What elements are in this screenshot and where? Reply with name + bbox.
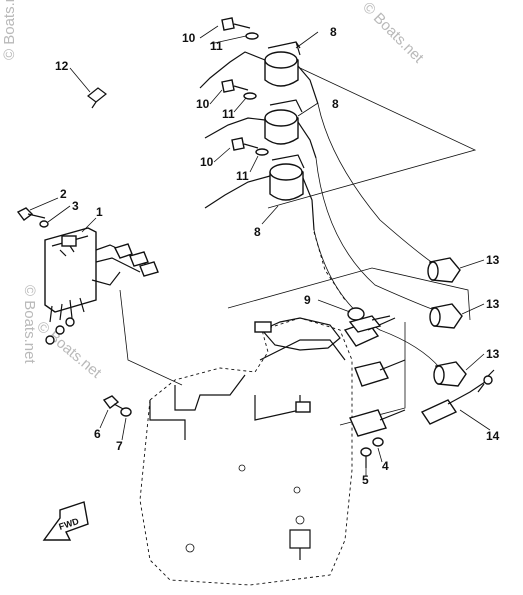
leader-lines: [29, 25, 491, 476]
callout-5: 5: [362, 473, 369, 487]
callout-12: 12: [55, 59, 69, 73]
callout-7: 7: [116, 439, 123, 453]
callout-10a: 10: [182, 31, 196, 45]
callout-3: 3: [72, 199, 79, 213]
spark-plugs: [343, 317, 406, 437]
callout-10b: 10: [196, 97, 210, 111]
callout-4: 4: [382, 459, 389, 473]
callout-6: 6: [94, 427, 101, 441]
bolt-10-set: [221, 17, 259, 151]
callout-13c: 13: [486, 347, 500, 361]
mount-boss-2: [295, 401, 311, 413]
forward-arrow: FWD: [42, 501, 89, 541]
engine-block-outline: [139, 317, 353, 586]
mount-boss-1: [254, 321, 272, 333]
plug-cap-3: [433, 361, 467, 387]
plug-cap-1: [427, 257, 461, 283]
callout-14: 14: [486, 429, 500, 443]
callout-11c: 11: [236, 169, 249, 183]
clip-12: [87, 87, 107, 109]
forward-arrow-shape: [42, 501, 89, 541]
ignition-coil-1: [199, 41, 319, 105]
block-lower-boss: [289, 529, 311, 560]
callout-10c: 10: [200, 155, 214, 169]
spark-plug-leads: [313, 103, 441, 369]
watermark-top-right: © Boats.net: [359, 0, 427, 67]
part-9-fitting: [347, 307, 391, 333]
reference-planes: [119, 67, 477, 426]
bolt-2: [16, 207, 46, 221]
watermark-mid-left: © Boats.net: [33, 318, 105, 382]
callout-2: 2: [60, 187, 67, 201]
callout-8a: 8: [330, 25, 337, 39]
watermark-left: © Boats.net: [21, 285, 38, 364]
ignition-coil-3: [204, 154, 315, 231]
engine-block-front: [149, 395, 301, 440]
callout-11b: 11: [222, 107, 235, 121]
leader-block-to-cdi: [119, 289, 183, 386]
engine-block-edge: [174, 339, 346, 411]
bolt-hole-2: [293, 486, 301, 494]
callout-1: 1: [96, 205, 103, 219]
callout-13a: 13: [486, 253, 500, 267]
washer-4: [372, 437, 384, 447]
callout-13b: 13: [486, 297, 500, 311]
bolt-hole-4: [185, 543, 195, 553]
plane-upper: [267, 67, 477, 209]
engine-block: [139, 317, 353, 586]
callout-8b: 8: [332, 97, 339, 111]
ignition-coil-2: [204, 99, 317, 159]
plug-cap-2: [429, 303, 463, 329]
bolt-6: [102, 395, 126, 411]
bolt-hole-1: [238, 464, 246, 472]
callout-11a: 11: [210, 39, 223, 53]
callout-labels: 1 2 3 4 5 6 7 8 8 8 9 10 10 10 11 11 11 …: [55, 25, 500, 487]
callout-9: 9: [304, 293, 311, 307]
washer-3: [39, 220, 49, 228]
plane-lower: [227, 267, 471, 321]
part-14-sensor: [420, 369, 495, 425]
washer-11-set: [243, 32, 269, 156]
cylinder-head: [261, 317, 341, 351]
washer-7: [120, 407, 132, 417]
bolt-hole-3: [295, 515, 305, 525]
cdi-unit: [44, 227, 159, 345]
watermark-top-left: © Boats.net: [1, 0, 18, 60]
callout-8c: 8: [254, 225, 261, 239]
